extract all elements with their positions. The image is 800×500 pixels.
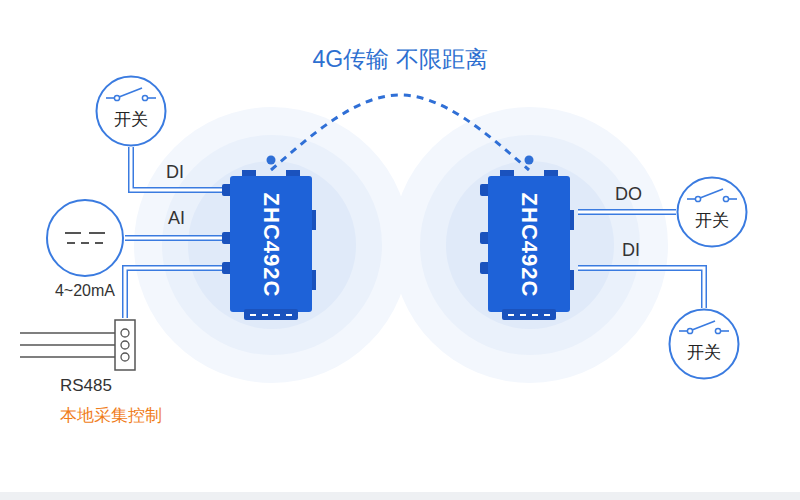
device-body bbox=[488, 176, 570, 312]
switch-lead bbox=[679, 330, 688, 332]
node-label: 开关 bbox=[687, 341, 721, 364]
sensor-circle bbox=[47, 200, 123, 276]
device-vent bbox=[544, 314, 550, 316]
dc-symbol bbox=[89, 232, 105, 234]
signal-halo bbox=[134, 107, 410, 383]
rs485-node: RS485本地采集控制 bbox=[20, 318, 145, 436]
switch-lead bbox=[721, 330, 730, 332]
signal-name: DI bbox=[166, 162, 184, 183]
device-vent bbox=[262, 314, 268, 316]
signal-wire bbox=[578, 212, 676, 213]
switch-contact bbox=[114, 95, 119, 100]
wire-outer bbox=[578, 268, 704, 308]
terminal-screw bbox=[121, 353, 129, 361]
bus-wire bbox=[20, 344, 115, 346]
wire-inner bbox=[125, 237, 222, 240]
meter-node: 4~20mA bbox=[45, 198, 125, 306]
device-node: ZHC492C bbox=[222, 170, 320, 320]
signal-halo bbox=[446, 161, 614, 329]
switch-contact bbox=[723, 196, 728, 201]
wire-inner bbox=[131, 147, 222, 190]
link-dot bbox=[525, 156, 534, 165]
terminal-screw bbox=[121, 329, 129, 337]
device-vent bbox=[520, 314, 526, 316]
device-body bbox=[230, 176, 312, 312]
signal-name: AI bbox=[168, 208, 185, 229]
switch-lever bbox=[119, 88, 142, 97]
signal-halo bbox=[392, 107, 668, 383]
switch-lever bbox=[700, 189, 723, 198]
diagram-title: 4G传输 不限距离 bbox=[312, 44, 487, 75]
dc-symbol bbox=[81, 242, 89, 244]
switch-node: 开关 bbox=[95, 75, 167, 147]
wire-outer bbox=[578, 209, 676, 215]
bus-wire bbox=[20, 356, 115, 358]
signal-name: DI bbox=[622, 240, 640, 261]
switch-circle bbox=[97, 77, 166, 146]
dc-symbol bbox=[67, 242, 75, 244]
switch-node: 开关 bbox=[668, 308, 740, 380]
signal-wire bbox=[131, 147, 222, 190]
device-node: ZHC492C bbox=[480, 170, 578, 320]
switch-lever bbox=[692, 321, 715, 330]
signal-wire bbox=[578, 268, 704, 308]
device-vent bbox=[274, 314, 280, 316]
node-label: RS485 bbox=[60, 376, 112, 396]
switch-contact bbox=[695, 196, 700, 201]
device-vent bbox=[508, 314, 514, 316]
terminal-screw bbox=[121, 341, 129, 349]
node-label: 4~20mA bbox=[55, 282, 115, 300]
signal-wire bbox=[125, 268, 222, 318]
switch-node: 开关 bbox=[676, 176, 748, 248]
device-vent bbox=[532, 314, 538, 316]
signal-halo bbox=[188, 161, 356, 329]
switch-contact bbox=[715, 328, 720, 333]
switch-lead bbox=[148, 97, 157, 99]
dc-symbol bbox=[65, 232, 81, 234]
wire-outer bbox=[125, 268, 222, 318]
wire-inner bbox=[125, 268, 222, 318]
terminal-block bbox=[115, 320, 135, 370]
signal-name: DO bbox=[615, 184, 642, 205]
link-path bbox=[271, 95, 529, 170]
device-foot bbox=[244, 309, 298, 320]
link-dot bbox=[267, 156, 276, 165]
bottom-bar bbox=[0, 492, 800, 500]
switch-circle bbox=[670, 310, 739, 379]
node-label: 开关 bbox=[114, 108, 148, 131]
device-vent bbox=[286, 314, 292, 316]
wire-outer bbox=[125, 235, 222, 241]
wire-outer bbox=[131, 147, 222, 190]
wireless-link bbox=[267, 95, 534, 170]
wire-inner bbox=[578, 268, 704, 308]
switch-lead bbox=[106, 97, 115, 99]
switch-lead bbox=[729, 198, 738, 200]
wire-inner bbox=[578, 211, 676, 214]
dc-symbol bbox=[95, 242, 103, 244]
switch-circle bbox=[678, 178, 747, 247]
bus-wire bbox=[20, 332, 115, 334]
switch-contact bbox=[142, 95, 147, 100]
signal-wire bbox=[125, 238, 222, 239]
node-label: 本地采集控制 bbox=[60, 404, 162, 427]
device-model: ZHC492C bbox=[516, 193, 542, 298]
switch-lead bbox=[687, 198, 696, 200]
switch-contact bbox=[687, 328, 692, 333]
signal-halo bbox=[420, 135, 640, 355]
device-foot bbox=[502, 309, 556, 320]
node-label: 开关 bbox=[695, 209, 729, 232]
device-model: ZHC492C bbox=[258, 193, 284, 298]
device-vent bbox=[250, 314, 256, 316]
